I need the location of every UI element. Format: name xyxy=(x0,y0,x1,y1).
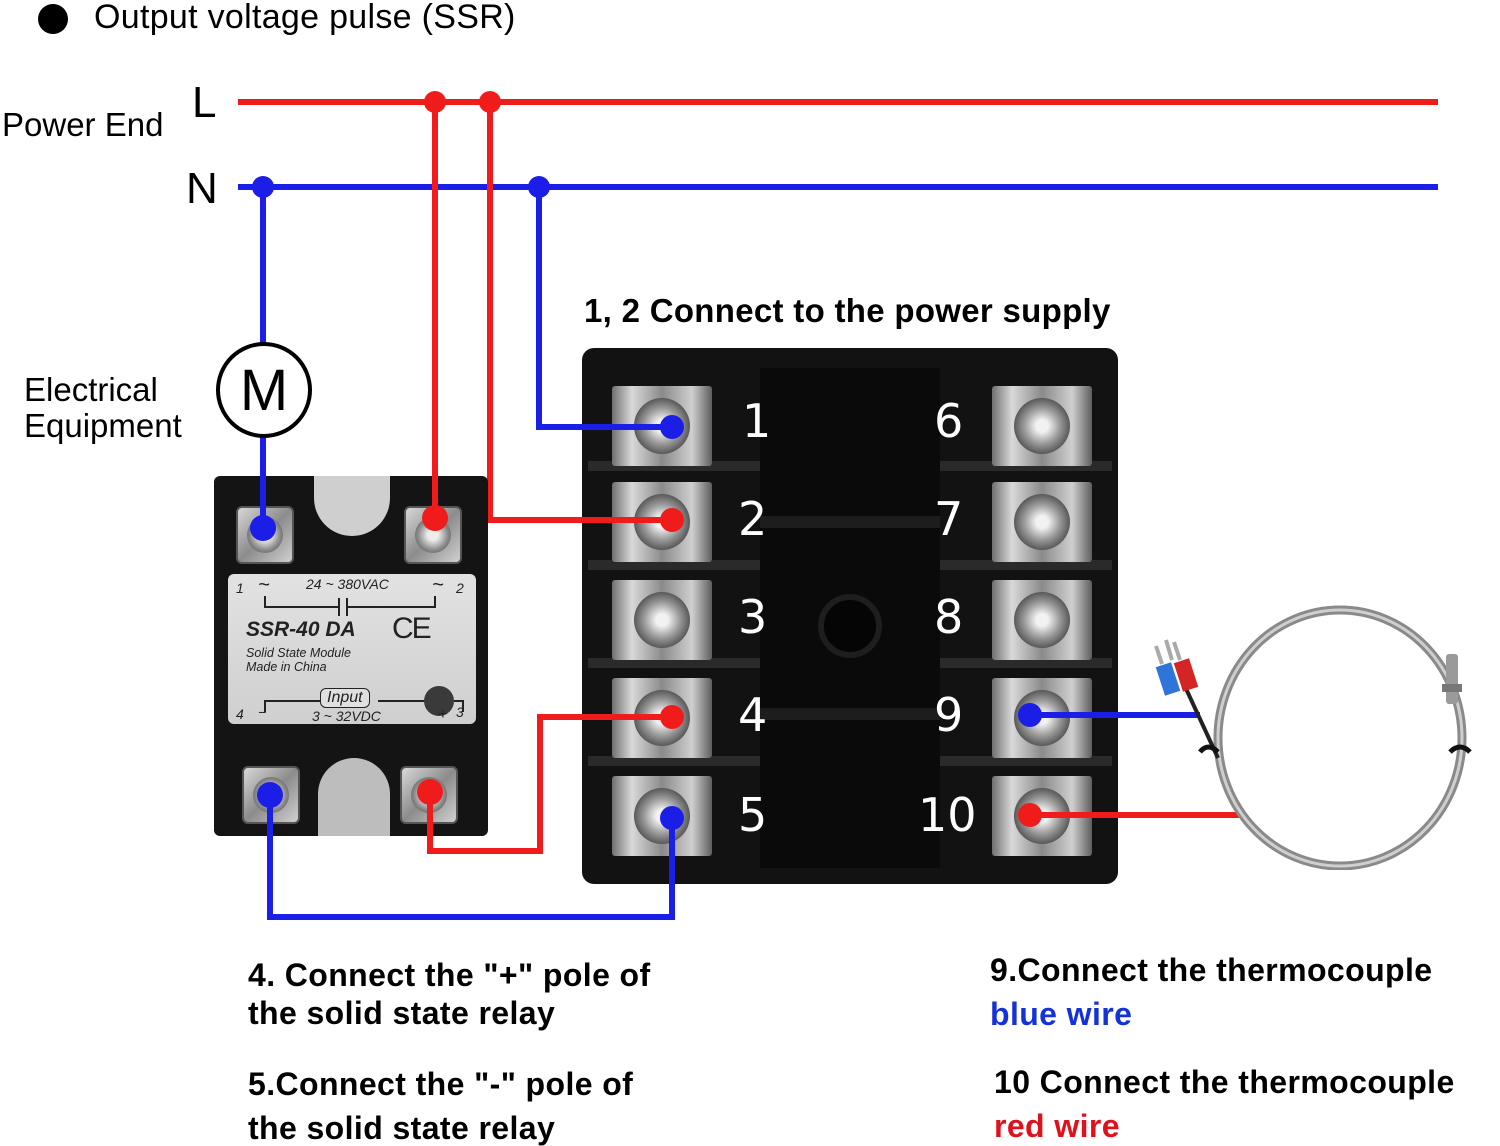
note-9-blue-wire: blue wire xyxy=(990,996,1133,1032)
note-terminal-5: 5.Connect the "-" pole of the solid stat… xyxy=(248,1062,633,1146)
thermocouple-probe-icon xyxy=(1154,605,1472,870)
terminal-number: 5 xyxy=(738,788,768,842)
power-end-label: Power End xyxy=(2,106,164,143)
ssr-ac-range: 24 ~ 380VAC xyxy=(306,576,389,592)
junction-dot xyxy=(424,91,446,113)
plus-icon: + xyxy=(438,706,448,723)
mounting-hole xyxy=(818,594,882,658)
terminal-number: 7 xyxy=(934,492,964,546)
connection-dot xyxy=(257,782,283,808)
bullet-icon xyxy=(38,4,68,34)
note-10-red-wire: red wire xyxy=(994,1108,1120,1144)
ssr-label-1: 1 xyxy=(236,580,244,596)
ssr-label-3: 3 xyxy=(456,704,464,720)
terminal-7-screw[interactable] xyxy=(992,482,1092,562)
ac-tilde-icon: ~ xyxy=(258,574,270,596)
diagram-title: Output voltage pulse (SSR) xyxy=(94,0,516,36)
terminal-8-screw[interactable] xyxy=(992,580,1092,660)
live-line-label: L xyxy=(192,78,217,127)
ssr-nameplate: 1 ~ 24 ~ 380VAC ~ 2 SSR-40 DA Solid Stat… xyxy=(228,574,476,724)
neutral-line-label: N xyxy=(186,164,218,213)
ssr-top-notch xyxy=(314,476,390,536)
equipment-label: Electrical Equipment xyxy=(24,372,182,444)
motor-symbol-icon: M xyxy=(216,342,312,438)
junction-dot xyxy=(479,91,501,113)
note-9-line1: 9.Connect the thermocouple xyxy=(990,952,1433,988)
ssr-label-4: 4 xyxy=(236,706,244,722)
connection-dot xyxy=(660,508,684,532)
note-terminal-9: 9.Connect the thermocouple blue wire xyxy=(990,948,1432,1036)
terminal-number: 1 xyxy=(742,394,772,448)
connection-dot xyxy=(1018,803,1042,827)
ssr-model: SSR-40 DA xyxy=(246,618,356,641)
connection-dot xyxy=(422,505,448,531)
ssr-mount-slot xyxy=(318,758,390,836)
note-10-line1: 10 Connect the thermocouple xyxy=(994,1064,1455,1100)
terminal-number: 10 xyxy=(918,788,977,842)
ssr-description: Solid State Module Made in China xyxy=(246,646,351,674)
note-terminal-10: 10 Connect the thermocouple red wire xyxy=(994,1060,1455,1146)
ssr-input-label: Input xyxy=(320,688,370,708)
ac-tilde-icon: ~ xyxy=(432,574,444,596)
terminal-3-screw[interactable] xyxy=(612,580,712,660)
note-5-line1: 5.Connect the "-" pole of xyxy=(248,1066,634,1102)
equipment-label-line2: Equipment xyxy=(24,407,182,444)
connection-dot xyxy=(660,415,684,439)
ssr-dc-range: 3 ~ 32VDC xyxy=(312,708,381,724)
ssr-origin: Made in China xyxy=(246,660,327,674)
junction-dot xyxy=(528,176,550,198)
terminal-number: 2 xyxy=(738,492,768,546)
junction-dot xyxy=(252,176,274,198)
ssr-subtitle: Solid State Module xyxy=(246,646,351,660)
ce-mark-icon: CE xyxy=(392,612,432,645)
power-supply-caption: 1, 2 Connect to the power supply xyxy=(584,292,1111,329)
equipment-label-line1: Electrical xyxy=(24,371,158,408)
terminal-number: 4 xyxy=(738,688,768,742)
connection-dot xyxy=(660,806,684,830)
note-4-line2: the solid state relay xyxy=(248,995,556,1031)
terminal-6-screw[interactable] xyxy=(992,386,1092,466)
connection-dot xyxy=(417,779,443,805)
minus-icon: − xyxy=(258,704,267,720)
connection-dot xyxy=(250,515,276,541)
status-led-icon xyxy=(424,686,454,716)
terminal-number: 8 xyxy=(934,590,964,644)
connection-dot xyxy=(1018,703,1042,727)
terminal-number: 6 xyxy=(934,394,964,448)
terminal-number: 3 xyxy=(738,590,768,644)
note-5-line2: the solid state relay xyxy=(248,1110,556,1146)
terminal-number: 9 xyxy=(934,688,964,742)
note-terminal-4: 4. Connect the "+" pole of the solid sta… xyxy=(248,956,651,1032)
note-4-line1: 4. Connect the "+" pole of xyxy=(248,957,651,993)
connection-dot xyxy=(660,705,684,729)
ssr-label-2: 2 xyxy=(456,580,464,596)
